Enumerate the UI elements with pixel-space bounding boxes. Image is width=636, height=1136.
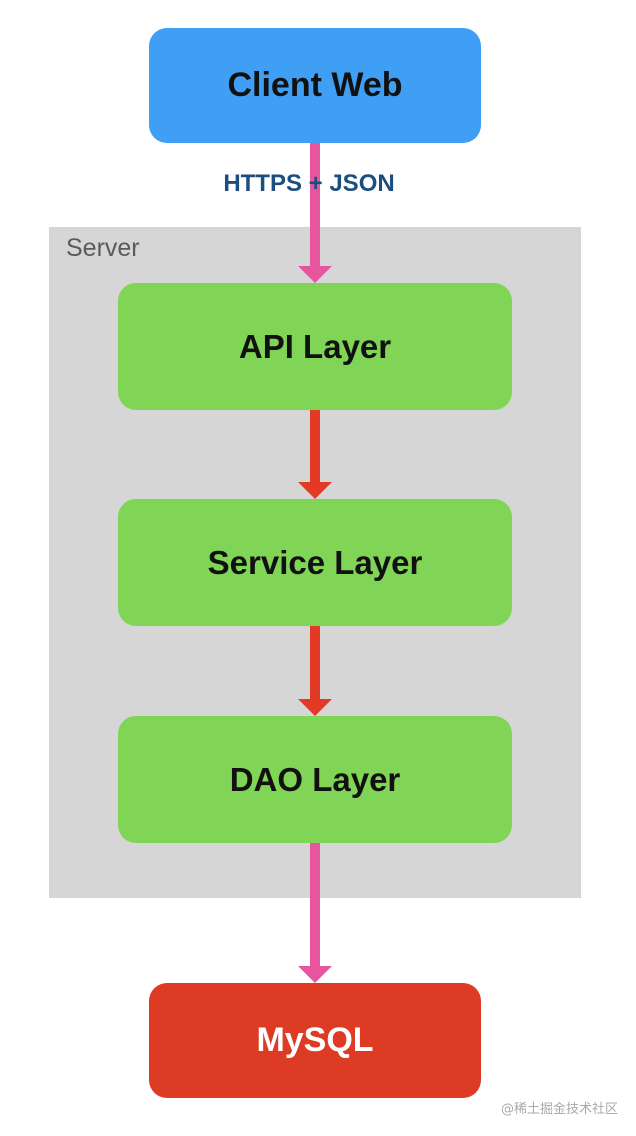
api-layer-label: API Layer (238, 327, 392, 365)
mysql-node: MySQL (149, 983, 481, 1098)
arrow-client-to-api (298, 143, 332, 283)
dao-layer-label: DAO Layer (229, 760, 401, 798)
dao-layer-node: DAO Layer (118, 716, 512, 843)
service-layer-node: Service Layer (118, 499, 512, 626)
client-web-label: Client Web (227, 66, 403, 104)
watermark: @稀土掘金技术社区 (500, 1102, 618, 1117)
arrow-api-to-service (298, 410, 332, 499)
api-layer-node: API Layer (118, 283, 512, 410)
mysql-label: MySQL (256, 1021, 374, 1059)
server-group-label: Server (66, 234, 140, 262)
edge-label-protocol: HTTPS + JSON (223, 170, 395, 197)
arrow-service-to-dao (298, 626, 332, 716)
arrow-dao-to-mysql (298, 843, 332, 983)
service-layer-label: Service Layer (207, 543, 423, 581)
client-web-node: Client Web (149, 28, 481, 143)
